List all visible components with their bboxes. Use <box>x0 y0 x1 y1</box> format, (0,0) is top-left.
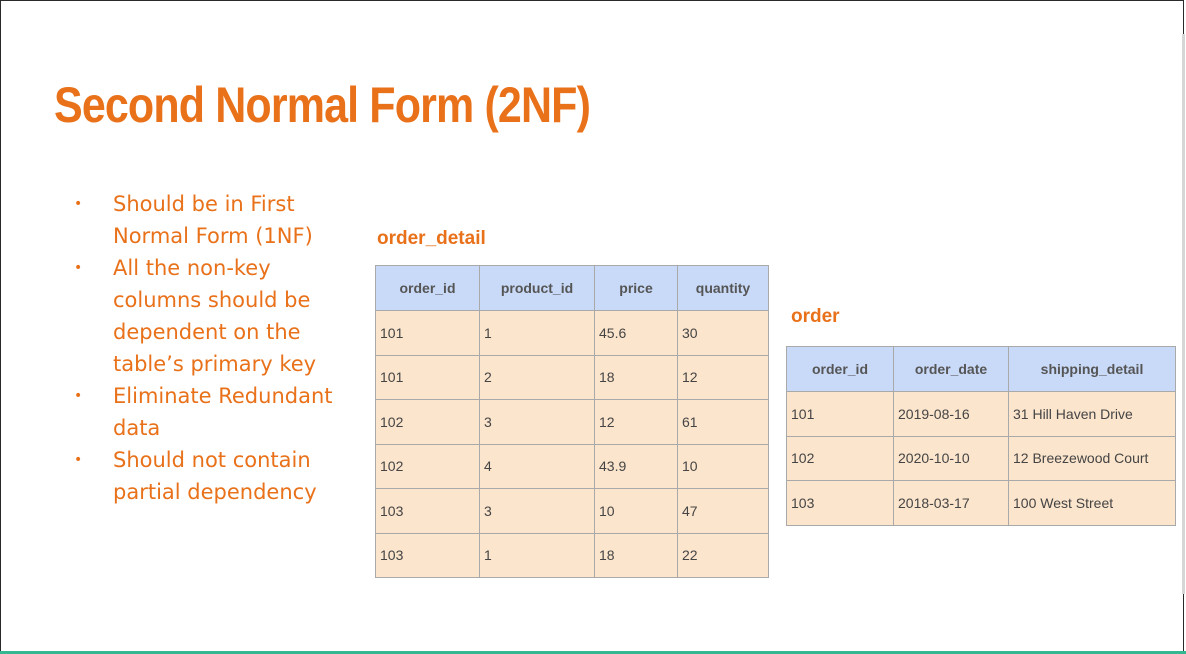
bottom-accent-line <box>0 651 1186 654</box>
column-header: price <box>594 265 678 311</box>
table-cell: 102 <box>375 399 480 445</box>
table-cell: 31 Hill Haven Drive <box>1008 391 1176 437</box>
slide-title: Second Normal Form (2NF) <box>54 77 591 133</box>
table-row: 102 2020-10-10 12 Breezewood Court <box>786 435 1176 481</box>
table-cell: 2018-03-17 <box>893 480 1009 526</box>
bullet-dot-icon: • <box>74 452 83 468</box>
table-cell: 10 <box>677 443 769 489</box>
table-row: 103 2018-03-17 100 West Street <box>786 480 1176 526</box>
bullet-item: • Should not contain partial dependency <box>70 444 360 508</box>
bullet-text: All the non-key columns should be depend… <box>113 256 317 376</box>
column-header: order_date <box>893 346 1009 392</box>
table-row: 101 2 18 12 <box>375 354 769 400</box>
table-cell: 18 <box>594 354 678 400</box>
bullet-item: • Should be in First Normal Form (1NF) <box>70 188 360 252</box>
table-cell: 102 <box>375 443 480 489</box>
table-cell: 10 <box>594 488 678 534</box>
table-cell: 2 <box>479 354 595 400</box>
table-cell: 12 <box>594 399 678 445</box>
table-row: 102 4 43.9 10 <box>375 443 769 489</box>
table-cell: 47 <box>677 488 769 534</box>
bullet-dot-icon: • <box>74 388 83 404</box>
table-cell: 3 <box>479 488 595 534</box>
table-cell: 101 <box>375 354 480 400</box>
table-cell: 2020-10-10 <box>893 435 1009 481</box>
column-header: order_id <box>786 346 894 392</box>
table-cell: 103 <box>375 488 480 534</box>
order-table: order_id order_date shipping_detail 101 … <box>786 346 1176 526</box>
bullet-text: Should not contain partial dependency <box>113 448 317 504</box>
table-row: 102 3 12 61 <box>375 399 769 445</box>
bullet-dot-icon: • <box>74 196 83 212</box>
table-cell: 102 <box>786 435 894 481</box>
table-cell: 18 <box>594 532 678 578</box>
table-row: 101 2019-08-16 31 Hill Haven Drive <box>786 391 1176 437</box>
order-detail-caption: order_detail <box>377 228 486 249</box>
table-cell: 43.9 <box>594 443 678 489</box>
table-cell: 12 <box>677 354 769 400</box>
bullet-dot-icon: • <box>74 260 83 276</box>
table-cell: 22 <box>677 532 769 578</box>
column-header: order_id <box>375 265 480 311</box>
column-header: product_id <box>479 265 595 311</box>
table-cell: 103 <box>786 480 894 526</box>
table-cell: 3 <box>479 399 595 445</box>
table-cell: 1 <box>479 532 595 578</box>
table-cell: 1 <box>479 310 595 356</box>
table-cell: 2019-08-16 <box>893 391 1009 437</box>
bullet-text: Should be in First Normal Form (1NF) <box>113 192 313 248</box>
table-cell: 61 <box>677 399 769 445</box>
table-row: 103 1 18 22 <box>375 532 769 578</box>
table-row: 103 3 10 47 <box>375 488 769 534</box>
table-cell: 100 West Street <box>1008 480 1176 526</box>
order-detail-table: order_id product_id price quantity 101 1… <box>375 265 769 578</box>
table-cell: 101 <box>786 391 894 437</box>
table-cell: 45.6 <box>594 310 678 356</box>
bullet-item: • Eliminate Redundant data <box>70 380 360 444</box>
column-header: shipping_detail <box>1008 346 1176 392</box>
column-header: quantity <box>677 265 769 311</box>
table-cell: 12 Breezewood Court <box>1008 435 1176 481</box>
table-row: 101 1 45.6 30 <box>375 310 769 356</box>
order-caption: order <box>791 306 840 327</box>
bullet-list: • Should be in First Normal Form (1NF) • A… <box>70 188 360 508</box>
table-cell: 101 <box>375 310 480 356</box>
bullet-text: Eliminate Redundant data <box>113 384 333 440</box>
scrollbar[interactable] <box>1182 34 1185 594</box>
bullet-item: • All the non-key columns should be depen… <box>70 252 360 380</box>
table-cell: 30 <box>677 310 769 356</box>
table-header-row: order_id product_id price quantity <box>375 265 769 311</box>
table-header-row: order_id order_date shipping_detail <box>786 346 1176 392</box>
table-cell: 4 <box>479 443 595 489</box>
table-cell: 103 <box>375 532 480 578</box>
